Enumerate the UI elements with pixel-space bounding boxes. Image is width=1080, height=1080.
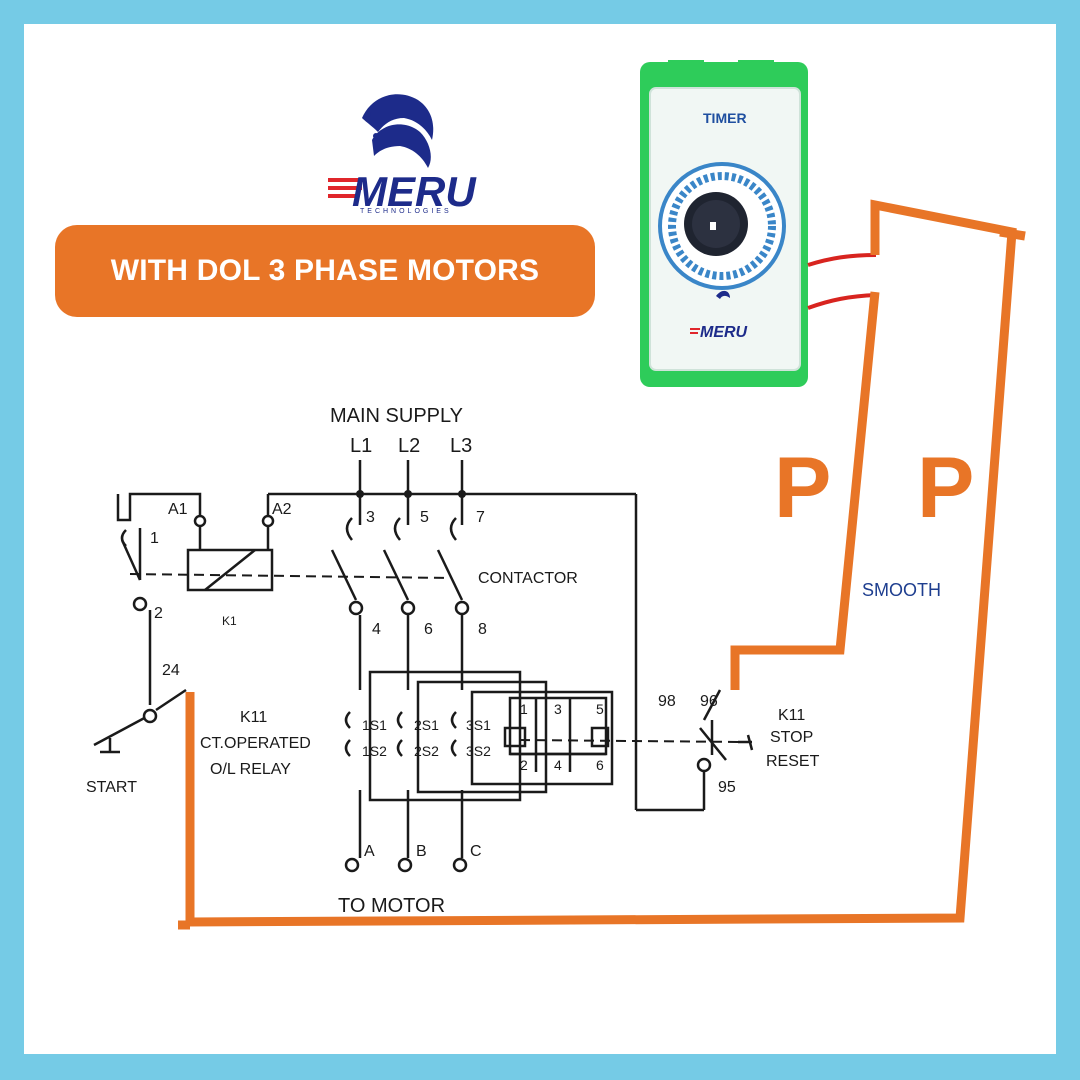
smooth-label: SMOOTH: [862, 580, 941, 600]
p-label-right: P: [917, 440, 975, 536]
title-banner: WITH DOL 3 PHASE MOTORS: [55, 225, 595, 317]
timer-label: TIMER: [703, 110, 747, 126]
canvas: [24, 24, 1056, 1054]
p-label-left: P: [774, 440, 832, 536]
timer-brand: MERU: [700, 324, 748, 341]
logo-tagline: TECHNOLOGIES: [360, 208, 452, 215]
banner-title: WITH DOL 3 PHASE MOTORS: [110, 254, 540, 287]
